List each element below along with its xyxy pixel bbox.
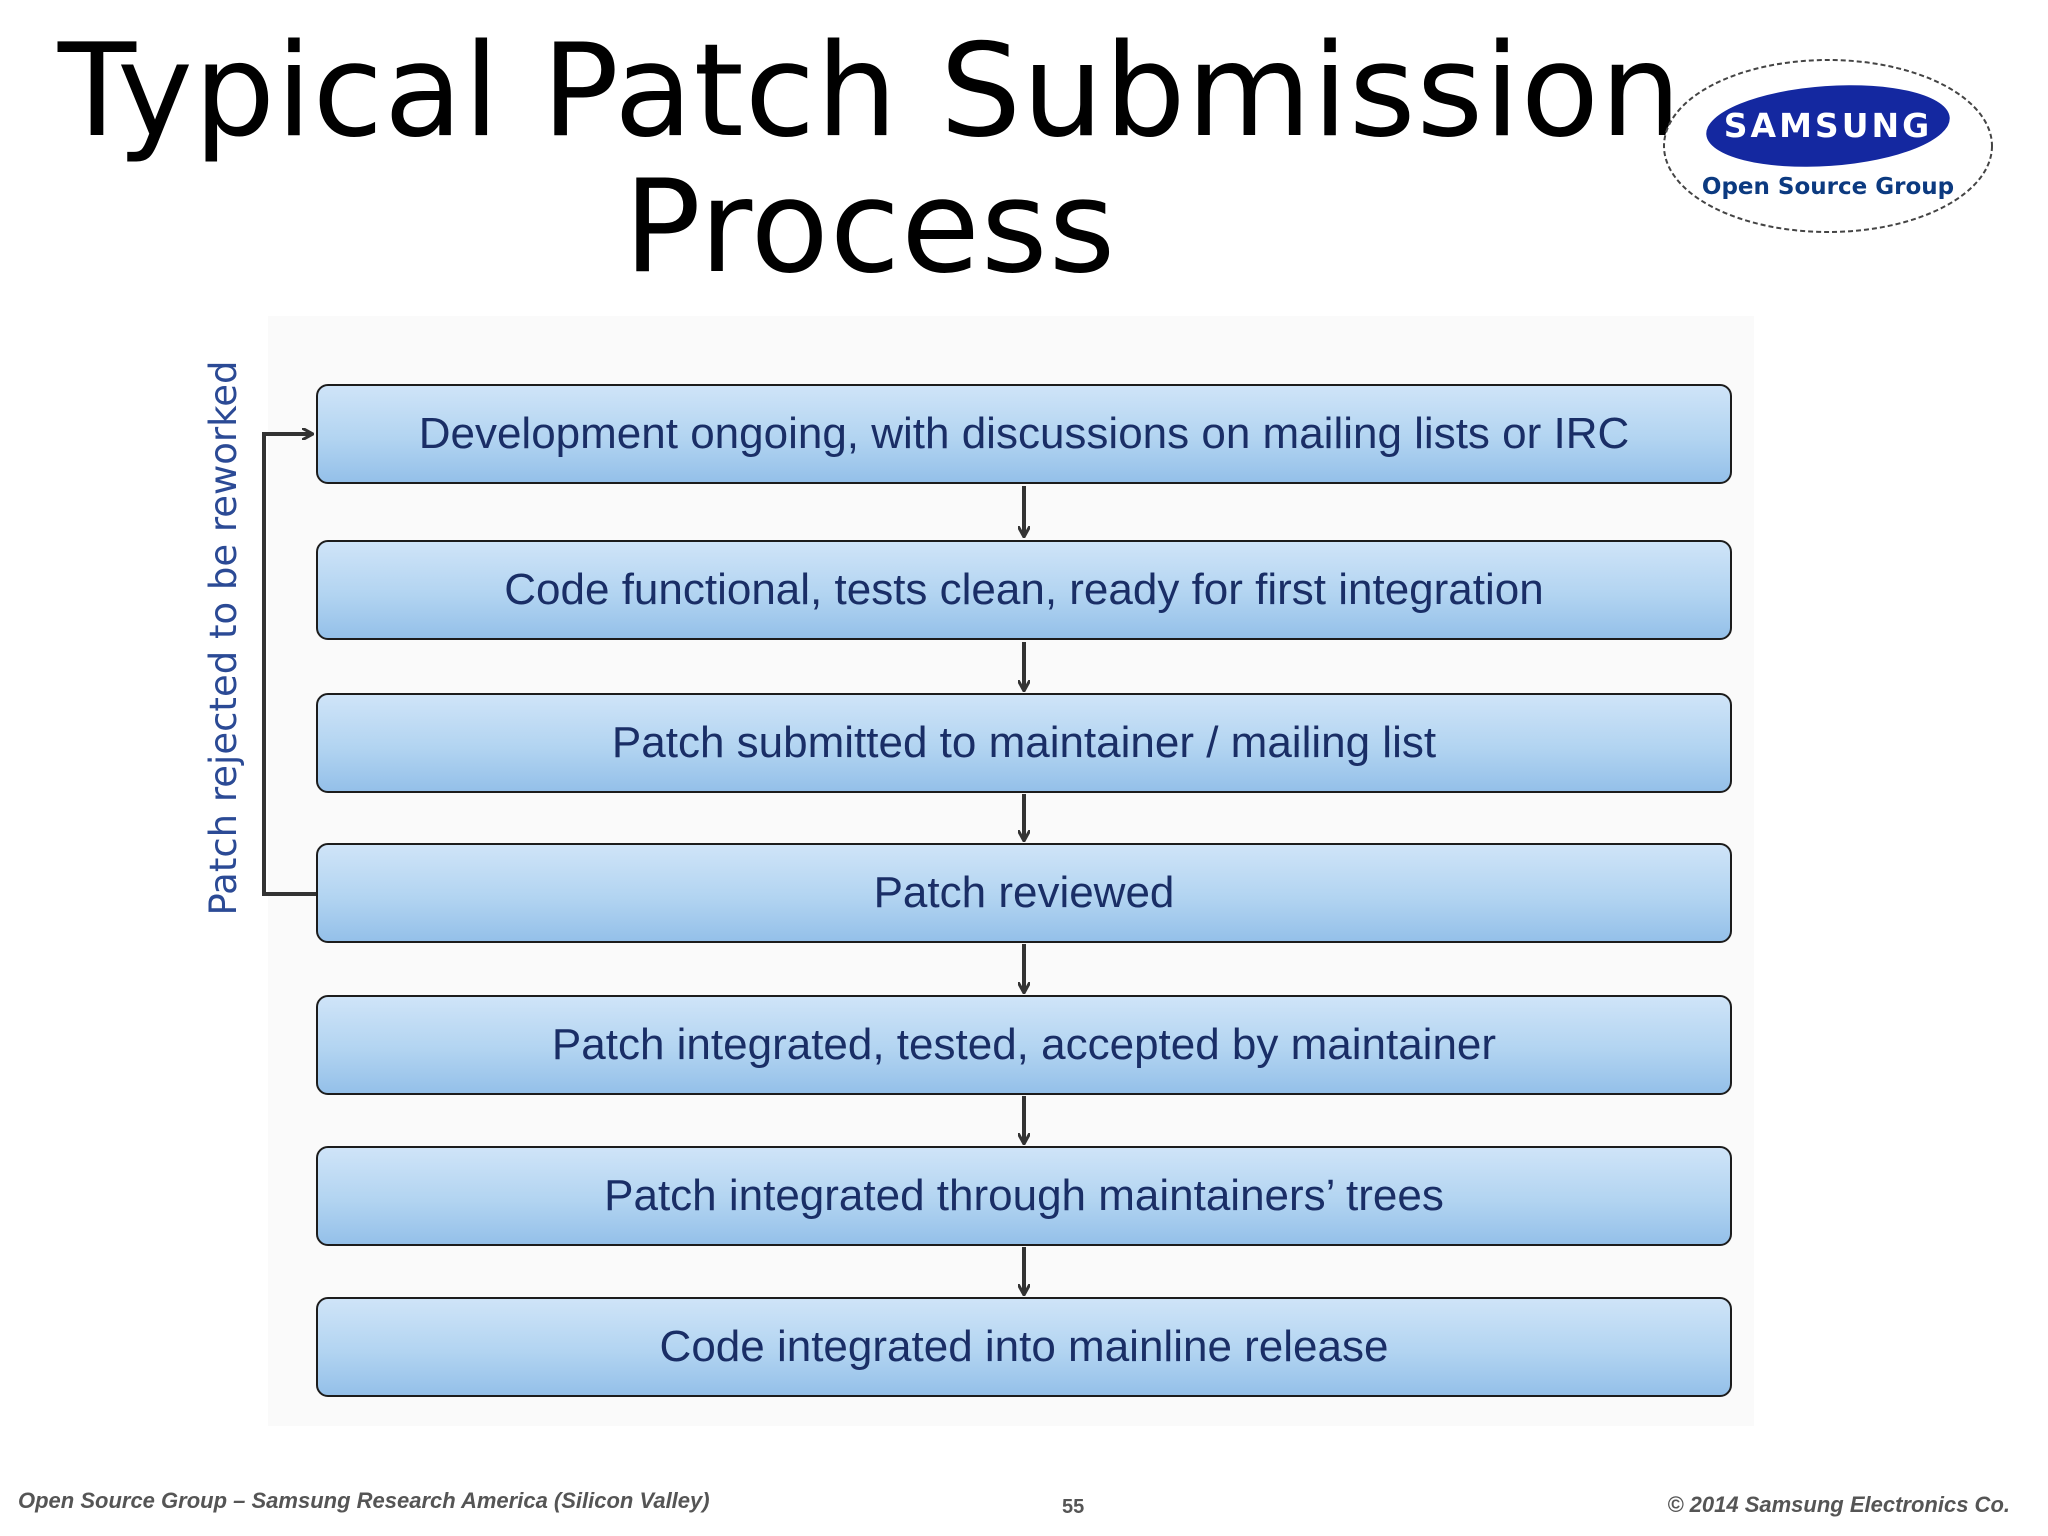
rework-loop-label: Patch rejected to be reworked bbox=[202, 360, 245, 916]
flow-step-patch-accepted: Patch integrated, tested, accepted by ma… bbox=[316, 995, 1732, 1095]
flow-step-patch-reviewed: Patch reviewed bbox=[316, 843, 1732, 943]
flow-step-mainline-release: Code integrated into mainline release bbox=[316, 1297, 1732, 1397]
flow-step-development: Development ongoing, with discussions on… bbox=[316, 384, 1732, 484]
footer-copyright: © 2014 Samsung Electronics Co. bbox=[1667, 1492, 2010, 1517]
slide-title-line-2: Process bbox=[623, 153, 1117, 302]
logo-subtitle: Open Source Group bbox=[1701, 174, 1955, 200]
footer-page-number: 55 bbox=[1062, 1496, 1085, 1518]
flow-step-maintainer-trees: Patch integrated through maintainers’ tr… bbox=[316, 1146, 1732, 1246]
logo-wordmark: SAMSUNG bbox=[1723, 106, 1933, 145]
slide-title-line-1: Typical Patch Submission bbox=[57, 17, 1683, 166]
rework-loop-arrow bbox=[262, 434, 316, 896]
footer-organization: Open Source Group – Samsung Research Ame… bbox=[18, 1488, 710, 1513]
samsung-open-source-logo: SAMSUNG Open Source Group bbox=[1660, 56, 1996, 236]
flow-step-patch-submitted: Patch submitted to maintainer / mailing … bbox=[316, 693, 1732, 793]
samsung-logo-icon bbox=[1663, 59, 1993, 233]
flow-step-code-functional: Code functional, tests clean, ready for … bbox=[316, 540, 1732, 640]
